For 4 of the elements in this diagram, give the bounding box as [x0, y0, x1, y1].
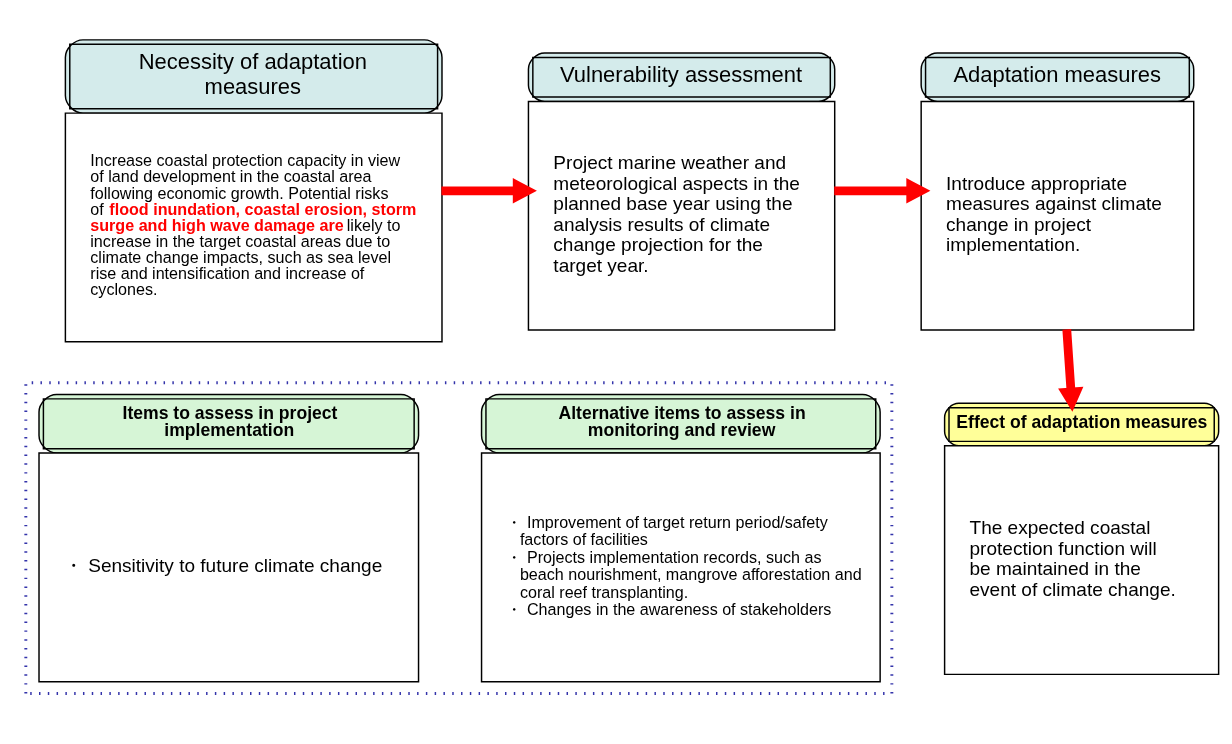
- arrow: [1058, 328, 1084, 412]
- arrow: [834, 177, 931, 203]
- arrow: [441, 177, 537, 203]
- cluster: [24, 380, 894, 695]
